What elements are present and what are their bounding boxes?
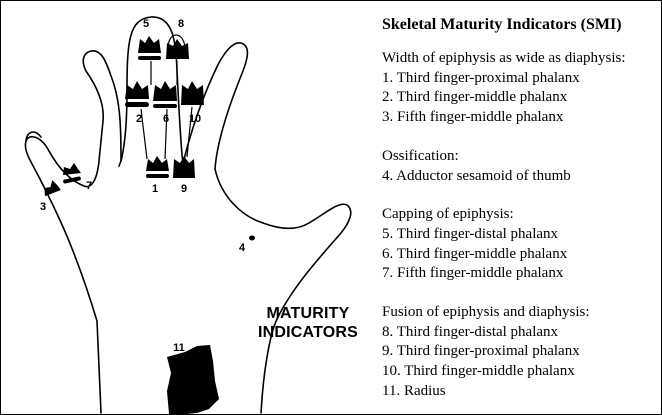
legend-item: 3. Fifth finger-middle phalanx: [382, 108, 660, 128]
legend-section-ossification: Ossification: 4. Adductor sesamoid of th…: [382, 147, 660, 186]
hand-outline: [25, 51, 121, 413]
legend-item: 6. Third finger-middle phalanx: [382, 245, 660, 265]
bone-10: [181, 81, 204, 105]
legend-item: 7. Fifth finger-middle phalanx: [382, 264, 660, 284]
bone-1-base: [146, 174, 169, 178]
legend-section-capping: Capping of epiphysis: 5. Third finger-di…: [382, 205, 660, 284]
maturity-line-2: INDICATORS: [247, 323, 369, 342]
bone-2-base: [125, 102, 149, 107]
label-6: 6: [163, 113, 169, 125]
label-1: 1: [152, 183, 158, 195]
section-title: Width of epiphysis as wide as diaphysis:: [382, 49, 660, 69]
bone-5-base: [138, 56, 161, 60]
bone-6: [153, 81, 177, 101]
legend-item: 1. Third finger-proximal phalanx: [382, 69, 660, 89]
smi-legend: Skeletal Maturity Indicators (SMI) Width…: [382, 15, 660, 402]
maturity-indicators-caption: MATURITY INDICATORS: [247, 304, 369, 342]
label-11: 11: [173, 342, 185, 354]
label-2: 2: [136, 113, 142, 125]
legend-item: 9. Third finger-proximal phalanx: [382, 342, 660, 362]
label-8: 8: [178, 18, 184, 30]
bone-11: [167, 345, 219, 414]
hand-diagram: 5 8 2 6 10 1 9 7 3 4 11: [1, 1, 376, 414]
maturity-line-1: MATURITY: [247, 304, 369, 323]
legend-section-fusion: Fusion of epiphysis and diaphysis: 8. Th…: [382, 303, 660, 402]
legend-item: 2. Third finger-middle phalanx: [382, 88, 660, 108]
legend-item: 8. Third finger-distal phalanx: [382, 323, 660, 343]
section-title: Ossification:: [382, 147, 660, 167]
bone-9: [173, 156, 195, 178]
label-10: 10: [189, 113, 201, 125]
bone-6-base: [153, 104, 177, 108]
legend-title: Skeletal Maturity Indicators (SMI): [382, 15, 660, 34]
legend-item: 10. Third finger-middle phalanx: [382, 362, 660, 382]
label-3: 3: [40, 201, 46, 213]
label-4: 4: [239, 242, 246, 254]
legend-item: 5. Third finger-distal phalanx: [382, 225, 660, 245]
bone-7: [63, 163, 81, 175]
bone-5: [138, 36, 161, 53]
label-5: 5: [143, 18, 149, 30]
legend-item: 4. Adductor sesamoid of thumb: [382, 167, 660, 187]
section-title: Capping of epiphysis:: [382, 205, 660, 225]
section-title: Fusion of epiphysis and diaphysis:: [382, 303, 660, 323]
bone-2: [125, 81, 149, 99]
bone-4: [249, 236, 255, 241]
label-7: 7: [86, 180, 92, 192]
label-9: 9: [181, 183, 187, 195]
legend-section-width: Width of epiphysis as wide as diaphysis:…: [382, 49, 660, 128]
legend-item: 11. Radius: [382, 382, 660, 402]
